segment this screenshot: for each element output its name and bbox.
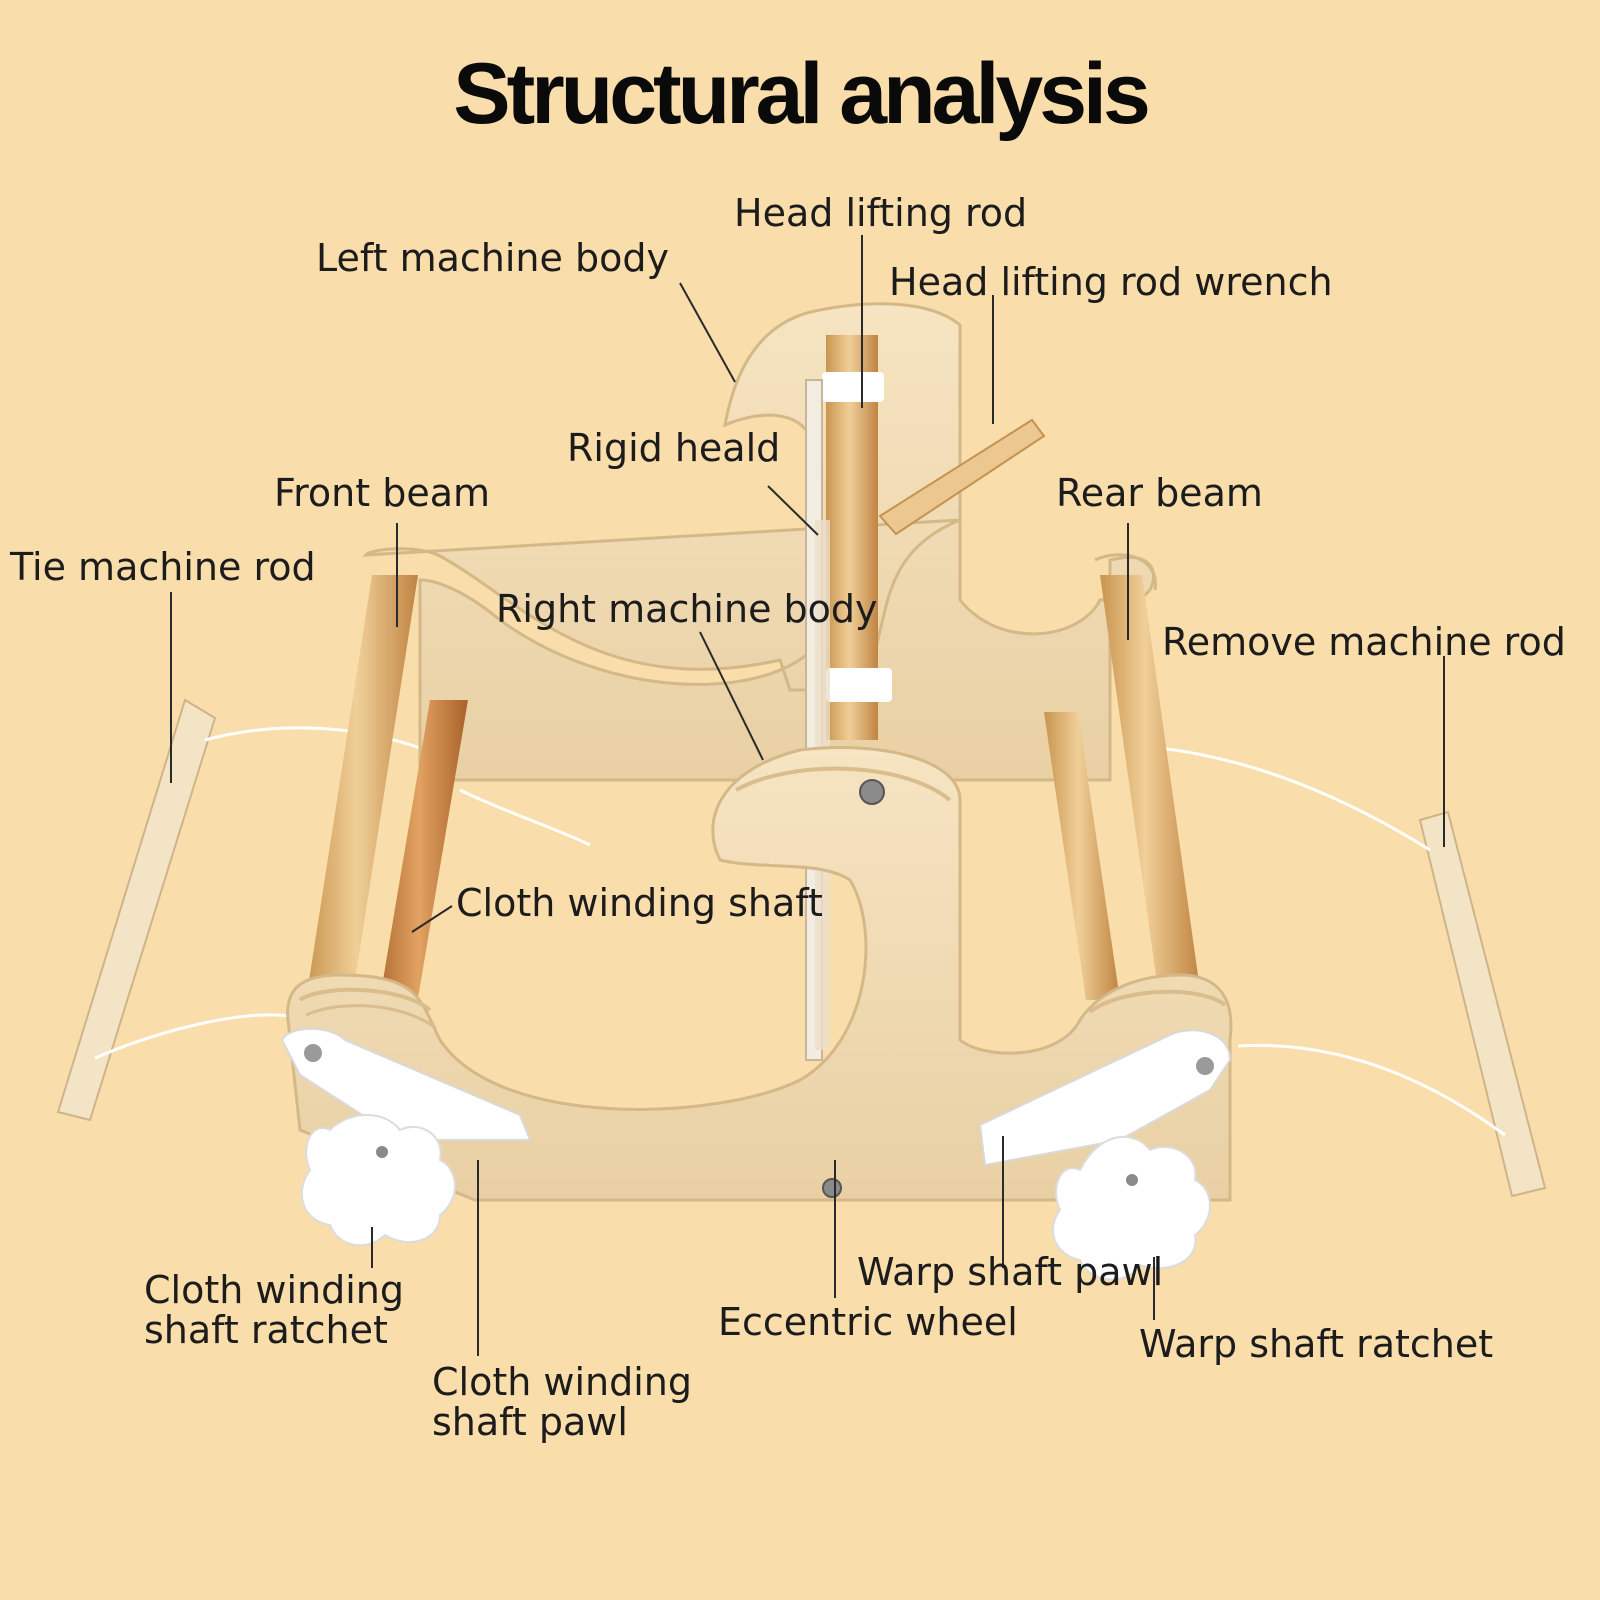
rods: [306, 335, 1200, 1010]
label-cloth-winding-shaft-pawl-line2: shaft pawl: [432, 1400, 628, 1444]
warp-shaft-ratchet-pawl: [978, 1029, 1232, 1281]
label-remove-machine-rod: Remove machine rod: [1162, 620, 1566, 664]
cloth-winding-ratchet-pawl: [280, 1027, 532, 1247]
label-cloth-winding-shaft-pawl-line1: Cloth winding: [432, 1360, 693, 1404]
diagram-title: Structural analysis: [453, 46, 1151, 142]
label-cloth-winding-shaft-ratchet-line1: Cloth winding: [144, 1268, 405, 1312]
label-cloth-winding-shaft-ratchet: Cloth winding shaft ratchet: [144, 1270, 404, 1350]
label-left-machine-body: Left machine body: [316, 236, 669, 280]
label-warp-shaft-pawl: Warp shaft pawl: [857, 1250, 1164, 1294]
label-right-machine-body: Right machine body: [496, 587, 878, 631]
label-tie-machine-rod: Tie machine rod: [10, 545, 316, 589]
leader-rigid-heald: [767, 485, 819, 536]
leader-left-machine-body: [679, 282, 736, 383]
remove-machine-rod-part: [1159, 746, 1547, 1198]
right-machine-body-part: [286, 746, 1233, 1202]
left-machine-body-part: [362, 302, 1157, 782]
label-rigid-heald: Rigid heald: [567, 426, 781, 470]
label-head-lifting-rod: Head lifting rod: [734, 191, 1028, 235]
leader-cloth-winding-shaft: [411, 905, 453, 933]
label-front-beam: Front beam: [274, 471, 490, 515]
label-cloth-winding-shaft-pawl: Cloth winding shaft pawl: [432, 1362, 692, 1442]
label-warp-shaft-ratchet: Warp shaft ratchet: [1139, 1322, 1494, 1366]
leader-lines: [170, 235, 1445, 1356]
label-cloth-winding-shaft: Cloth winding shaft: [456, 881, 823, 925]
label-rear-beam: Rear beam: [1056, 471, 1263, 515]
tie-machine-rod-part: [56, 698, 591, 1122]
leader-right-machine-body: [699, 631, 764, 761]
label-cloth-winding-shaft-ratchet-line2: shaft ratchet: [144, 1308, 388, 1352]
label-eccentric-wheel: Eccentric wheel: [718, 1300, 1018, 1344]
label-head-lifting-rod-wrench: Head lifting rod wrench: [889, 260, 1333, 304]
